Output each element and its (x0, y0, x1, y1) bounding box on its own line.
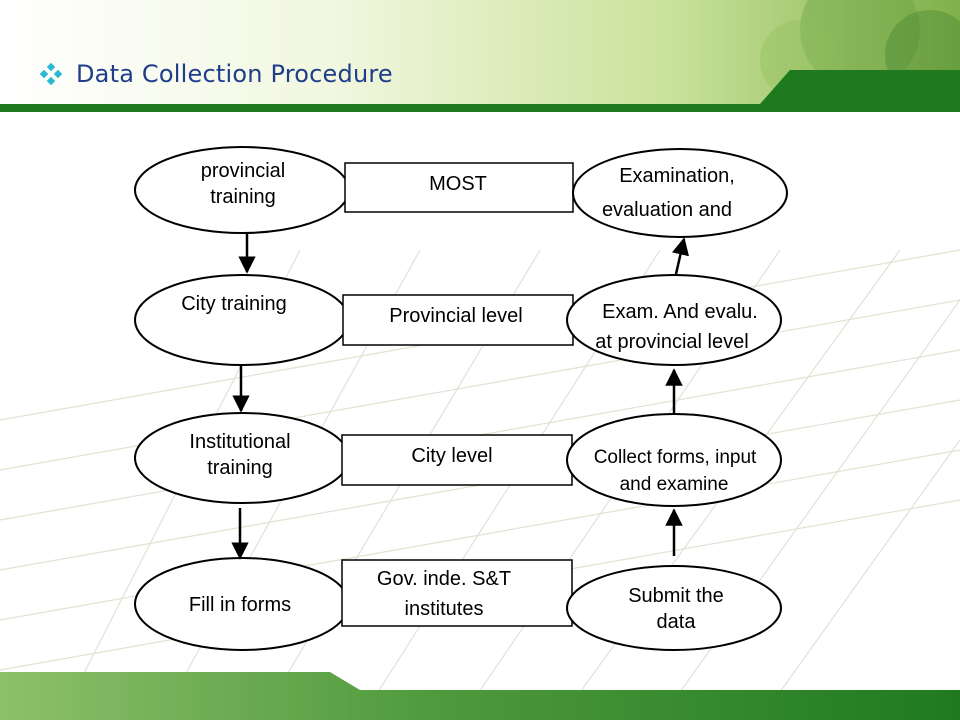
node-label-line: Collect forms, input (594, 447, 757, 468)
node-fill-in-forms: Fill in forms (134, 557, 350, 651)
node-label-line: training (207, 457, 273, 479)
node-label-line: and examine (620, 474, 729, 495)
box-label-line: MOST (429, 173, 487, 195)
box-gov-institutes: Gov. inde. S&T institutes (341, 559, 573, 627)
slide-title: Data Collection Procedure (76, 60, 393, 88)
node-label-line: provincial (201, 160, 285, 182)
box-label-line: institutes (405, 598, 484, 620)
node-institutional-training: Institutional training (134, 412, 350, 504)
node-city-training: City training (134, 274, 350, 366)
node-collect-forms: Collect forms, input and examine (566, 413, 782, 507)
node-exam-provincial: Exam. And evalu. at provincial level (566, 274, 782, 366)
footer-band (0, 672, 960, 720)
node-label-line: at provincial level (595, 331, 748, 353)
arrow-up (671, 237, 690, 275)
node-label-line: Submit the (628, 585, 724, 607)
box-city-level: City level (341, 434, 573, 486)
header-divider (0, 70, 960, 112)
node-label-line: Examination, (619, 165, 735, 187)
node-provincial-training: provincial training (134, 146, 350, 234)
node-label-line: training (210, 186, 276, 208)
node-label-line: City training (181, 293, 287, 315)
node-submit-data: Submit the data (566, 565, 782, 651)
title-row: Data Collection Procedure (40, 56, 393, 92)
box-label-line: Provincial level (389, 305, 522, 327)
node-label-line: Fill in forms (189, 594, 291, 616)
box-label-line: City level (411, 445, 492, 467)
node-label-line: Exam. And evalu. (602, 301, 758, 323)
node-label-line: evaluation and (602, 199, 732, 221)
box-provincial-level: Provincial level (342, 294, 574, 346)
box-label-line: Gov. inde. S&T (377, 568, 511, 590)
diamond-bullet-icon (40, 63, 62, 85)
node-examination-evaluation: Examination, evaluation and (572, 148, 788, 238)
box-most: MOST (344, 162, 574, 213)
node-label-line: Institutional (189, 431, 290, 453)
node-label-line: data (657, 611, 697, 633)
